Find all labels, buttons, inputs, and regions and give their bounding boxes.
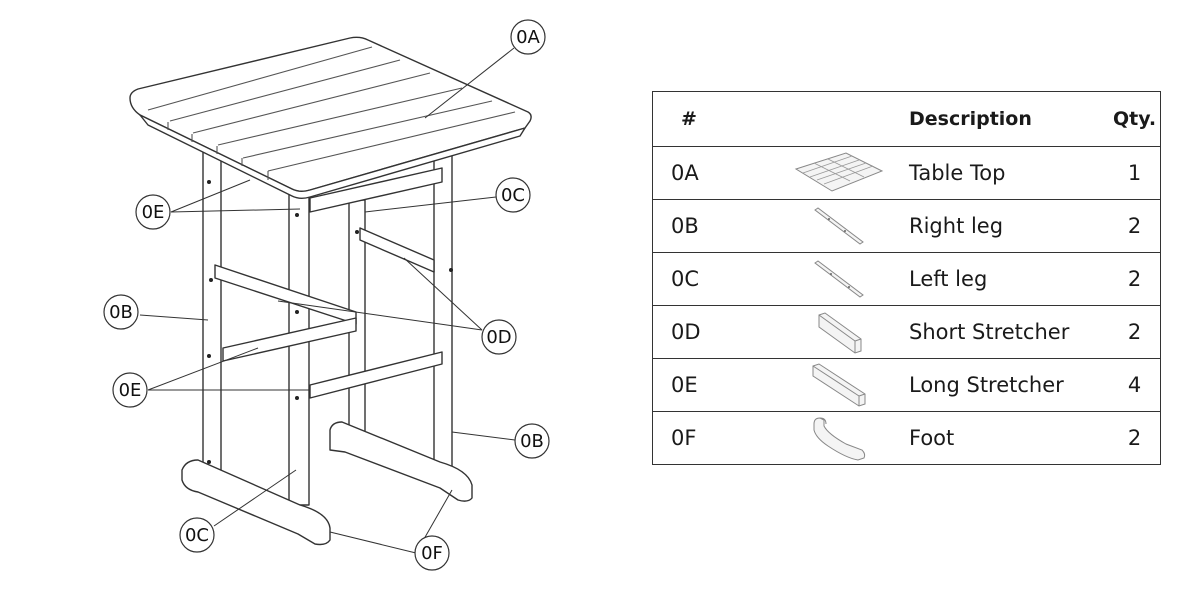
table-top: [129, 36, 532, 192]
part-qty: 2: [1109, 411, 1161, 465]
callout-0e-top: 0E: [135, 194, 171, 230]
callout-0d: 0D: [481, 319, 517, 355]
svg-text:0C: 0C: [185, 525, 209, 546]
back-upper-stretcher: [359, 227, 435, 273]
callout-0b-left: 0B: [103, 294, 139, 330]
part-id: 0D: [652, 305, 769, 359]
part-qty: 2: [1109, 252, 1161, 306]
front-lower-stretcher: [222, 317, 357, 362]
svg-text:0E: 0E: [142, 202, 165, 223]
svg-text:0B: 0B: [520, 431, 544, 452]
long-stretcher-thumbnail: [812, 363, 866, 407]
table-header-row: # Description Qty.: [652, 91, 1161, 147]
right-leg-thumbnail: [814, 207, 864, 245]
header-image: [769, 91, 909, 147]
table-row: 0E Long Stretcher 4: [652, 358, 1161, 412]
part-qty: 2: [1109, 199, 1161, 253]
table-row: 0B Right leg 2: [652, 199, 1161, 253]
part-description: Left leg: [909, 252, 1109, 306]
part-description: Foot: [909, 411, 1109, 465]
svg-text:0A: 0A: [516, 27, 540, 48]
front-upper-stretcher: [214, 264, 357, 325]
screw-holes: [207, 180, 453, 464]
back-foot: [329, 421, 473, 502]
table-row: 0A Table Top 1: [652, 146, 1161, 200]
table-top-edge: [139, 114, 526, 199]
callout-0f: 0F: [414, 535, 450, 571]
table-row: 0D Short Stretcher 2: [652, 305, 1161, 359]
part-description: Short Stretcher: [909, 305, 1109, 359]
front-foot: [181, 459, 331, 546]
table-top-thumbnail: [794, 152, 884, 192]
svg-text:0E: 0E: [119, 380, 142, 401]
long-stretcher-back: [309, 167, 443, 213]
parts-table: # Description Qty. 0A Table Top 1: [652, 91, 1161, 465]
header-number: #: [652, 91, 769, 147]
table-row: 0F Foot 2: [652, 411, 1161, 465]
part-description: Right leg: [909, 199, 1109, 253]
callout-0b-right: 0B: [514, 423, 550, 459]
header-qty: Qty.: [1109, 91, 1161, 147]
svg-text:0B: 0B: [109, 302, 133, 323]
svg-text:0D: 0D: [486, 327, 511, 348]
table-top-slats: [147, 46, 516, 180]
part-qty: 4: [1109, 358, 1161, 412]
assembly-diagram: 0A 0E 0C 0B 0D 0E 0B 0C 0F: [103, 19, 550, 571]
callout-0c-top: 0C: [495, 177, 531, 213]
left-leg-thumbnail: [814, 260, 864, 298]
table-row: 0C Left leg 2: [652, 252, 1161, 306]
back-lower-stretcher: [309, 351, 443, 399]
part-description: Long Stretcher: [909, 358, 1109, 412]
short-stretcher-thumbnail: [818, 312, 862, 354]
part-qty: 2: [1109, 305, 1161, 359]
foot-thumbnail: [813, 417, 866, 461]
callout-0c-bottom: 0C: [179, 517, 215, 553]
part-id: 0F: [652, 411, 769, 465]
part-id: 0B: [652, 199, 769, 253]
part-description: Table Top: [909, 146, 1109, 200]
callout-0e-bottom: 0E: [112, 372, 148, 408]
header-description: Description: [909, 91, 1109, 147]
part-qty: 1: [1109, 146, 1161, 200]
part-id: 0A: [652, 146, 769, 200]
svg-text:0F: 0F: [421, 543, 443, 564]
callout-0a: 0A: [510, 19, 546, 55]
svg-text:0C: 0C: [501, 185, 525, 206]
part-id: 0E: [652, 358, 769, 412]
part-id: 0C: [652, 252, 769, 306]
